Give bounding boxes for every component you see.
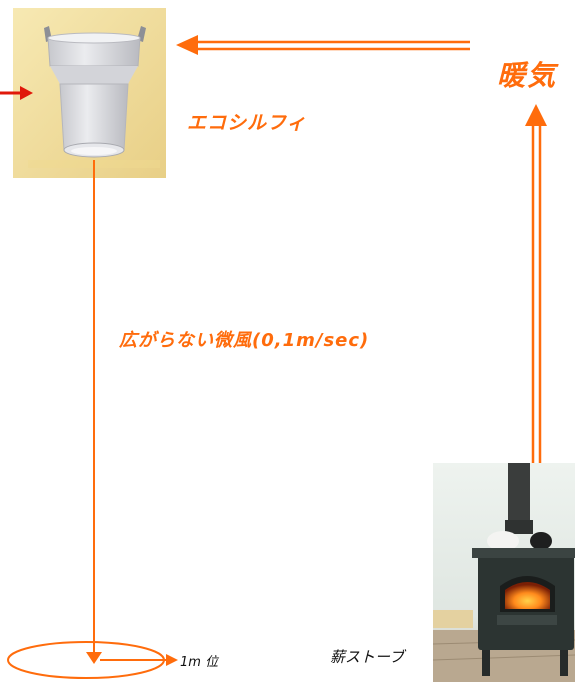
stove-label: 薪ストーブ [330,648,405,666]
warm-air-return-arrow [176,35,470,55]
product-name-label: エコシルフィ [187,112,307,134]
product-photo [13,8,166,178]
warm-air-rising-arrow [525,104,547,510]
distance-label: 1m 位 [180,655,219,670]
warm-air-label: 暖気 [497,59,558,92]
air-intake-arrow [0,86,33,100]
stove-photo [432,463,575,682]
breeze-label: 広がらない微風(0,1m/sec) [119,330,370,351]
distance-arrow [100,654,178,666]
breeze-down-arrow [86,160,102,664]
